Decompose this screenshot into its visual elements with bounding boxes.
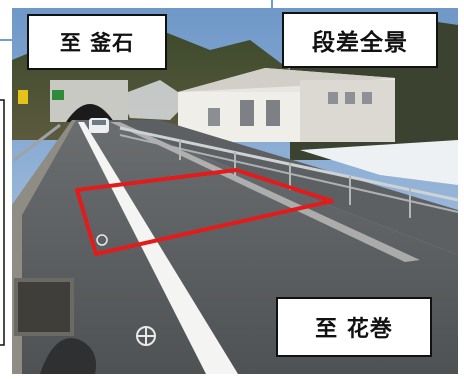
- label-toward-kamaishi: 至 釜石: [27, 14, 167, 70]
- tunnel-portal: [18, 80, 128, 122]
- white-car: [89, 118, 109, 133]
- guardrail: [119, 126, 459, 218]
- photographer-shadow: [40, 338, 96, 374]
- snow-bank: [300, 140, 458, 185]
- left-curb: [12, 120, 76, 374]
- highlight-outline: [75, 168, 334, 256]
- road-markers: [96, 234, 156, 346]
- left-frame-bracket: [0, 99, 5, 346]
- drain-grate: [14, 278, 74, 336]
- label-overview: 段差全景: [282, 12, 438, 68]
- label-toward-hanamaki: 至 花巻: [276, 297, 432, 357]
- left-railing: [13, 123, 61, 162]
- roadside-building: [178, 68, 395, 142]
